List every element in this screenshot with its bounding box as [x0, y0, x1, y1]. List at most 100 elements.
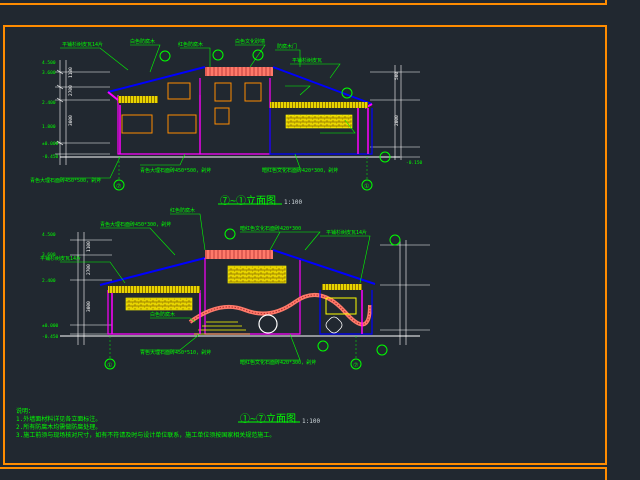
axis-1-label-b: ① [107, 362, 112, 369]
detail-bubble-3 [252, 49, 264, 61]
notes-line-2: 2.所有防腐木均需做防腐处理。 [16, 424, 102, 431]
leaders-1 [60, 44, 356, 179]
notes-heading: 说明： [16, 408, 35, 415]
note-2-3: 暗红色文化石面砖420*300 [240, 225, 301, 232]
level-1-6: -0.150 [406, 160, 423, 166]
level-2-1: 3.600 [42, 252, 56, 258]
dim-line-left-2 [70, 232, 112, 345]
left-window-1 [121, 114, 153, 134]
axis-1-label-a: ① [364, 183, 369, 190]
center-block-wall [204, 258, 301, 335]
elevation-2-title: ①~⑦立面图 [240, 414, 297, 425]
dim-1-3: 2000 [394, 115, 400, 126]
elevation-2: 平铺杉树皮瓦14片 青色大理石面砖450*300，剁斧 红色防腐木 暗红色文化石… [40, 207, 430, 423]
note-2-0: 平铺杉树皮瓦14片 [40, 255, 81, 262]
stone-panel-2a [125, 297, 193, 311]
dim-1-1: 2700 [68, 85, 74, 96]
leaders-2 [60, 213, 371, 361]
level-1-5: -0.450 [42, 154, 59, 160]
level-1-1: 3.600 [42, 70, 56, 76]
detail-bubble-8 [376, 344, 388, 356]
roof-tiles-top-1 [205, 67, 273, 76]
level-2-2: 2.400 [42, 278, 56, 284]
columns-2 [111, 290, 363, 334]
roof-slope-1 [107, 66, 373, 105]
dim-2-1: 2700 [86, 264, 92, 275]
note-2-6: 青色大理石面砖450*510，剁斧 [140, 349, 211, 356]
dim-line-left-1 [55, 60, 110, 165]
detail-bubble-4 [341, 87, 353, 99]
level-2-0: 4.500 [42, 232, 56, 238]
note-1-1: 白色防腐木 [130, 38, 155, 45]
notes-line-3: 3.施工前须与现场核对尺寸，如有不符请及时与设计单位联系，施工单位须按国家相关规… [16, 432, 276, 439]
dim-line-right-2 [380, 240, 430, 345]
upper-window-2 [214, 82, 232, 102]
dim-2-2: 3000 [86, 301, 92, 312]
left-window-2 [167, 114, 197, 134]
note-2-4: 平铺杉树皮瓦14片 [326, 229, 367, 236]
level-2-4: -0.450 [42, 334, 59, 340]
dim-2-0: 1100 [86, 241, 92, 252]
note-1-4: 防腐木门 [277, 43, 297, 50]
right-wing-wall [269, 108, 373, 155]
dim-line-right-1 [370, 65, 420, 160]
axis-7-label-b: ⑦ [353, 362, 358, 369]
general-notes: 说明： 1.外墙面材料详见各立面标注。 2.所有防腐木均需做防腐处理。 3.施工… [16, 408, 275, 440]
pavilion-screen [325, 297, 357, 315]
railing-right-2 [322, 284, 362, 290]
notes-line-1: 1.外墙面材料详见各立面标注。 [16, 416, 102, 423]
dim-ticks-left-1 [56, 69, 64, 146]
note-1-0: 平铺杉树皮瓦14片 [62, 41, 103, 48]
note-1-3: 白色文化砂墙 [235, 38, 265, 45]
upper-frame-edge [0, 0, 607, 5]
left-wing-wall [117, 95, 201, 155]
wavy-wall-inner [189, 294, 371, 325]
roof-slope-2b [272, 249, 376, 285]
right-pavilion-wall [319, 290, 373, 335]
detail-bubble-9 [389, 234, 401, 246]
detail-bubble-7 [317, 340, 329, 352]
drawing-frame [3, 25, 607, 465]
steps [194, 321, 250, 335]
level-2-3: ±0.000 [42, 323, 59, 329]
roof-tiles-top-2 [205, 250, 273, 259]
note-1-5: 平铺杉树皮瓦 [292, 57, 322, 64]
dim-1-0: 1100 [68, 67, 74, 78]
level-1-2: 2.400 [42, 100, 56, 106]
note-2-5: 白色防腐木 [150, 311, 175, 318]
upper-window-3 [244, 82, 262, 102]
note-1-7: 暗红色文化石面砖420*300，剁斧 [262, 167, 338, 174]
dim-1-2: 3000 [68, 115, 74, 126]
detail-bubble-1 [159, 50, 171, 62]
level-1-0: 4.500 [42, 60, 56, 66]
note-2-1: 青色大理石面砖450*300，剁斧 [100, 221, 171, 228]
railing-left-1 [118, 96, 158, 103]
elevation-1-title: ⑦~①立面图 [220, 196, 277, 207]
detail-bubble-5 [379, 151, 391, 163]
note-1-2: 红色防腐木 [178, 41, 203, 48]
door-1 [214, 107, 230, 125]
elevation-1: 平铺杉树皮瓦14片 白色防腐木 红色防腐木 白色文化砂墙 防腐木门 平铺杉树皮瓦… [30, 38, 423, 205]
note-2-2: 红色防腐木 [170, 207, 195, 214]
detail-bubble-6 [224, 228, 236, 240]
elevation-2-scale: 1:100 [302, 418, 321, 425]
note-1-6: 青色大理石面砖450*500，剁斧 [140, 167, 211, 174]
axis-7-label-a: ⑦ [116, 183, 121, 190]
lower-frame-edge [0, 467, 607, 480]
railing-left-2 [108, 286, 200, 293]
detail-bubble-2 [212, 49, 224, 61]
roof-slope-2a [99, 257, 206, 286]
stone-panel-2b [227, 265, 287, 284]
column-1 [357, 108, 369, 154]
level-1-4: ±0.000 [42, 141, 59, 147]
note-2-7: 暗红色文化石面砖420*300，剁斧 [240, 359, 316, 366]
dim-1-4: 500 [394, 72, 400, 80]
stone-panel-1 [285, 114, 353, 129]
moon-gate [258, 314, 278, 334]
note-1-8: 青色大理石面砖450*500，剁斧 [30, 177, 101, 184]
elevation-1-scale: 1:100 [284, 199, 303, 206]
flower-window [325, 316, 343, 334]
level-1-3: 1.800 [42, 124, 56, 130]
